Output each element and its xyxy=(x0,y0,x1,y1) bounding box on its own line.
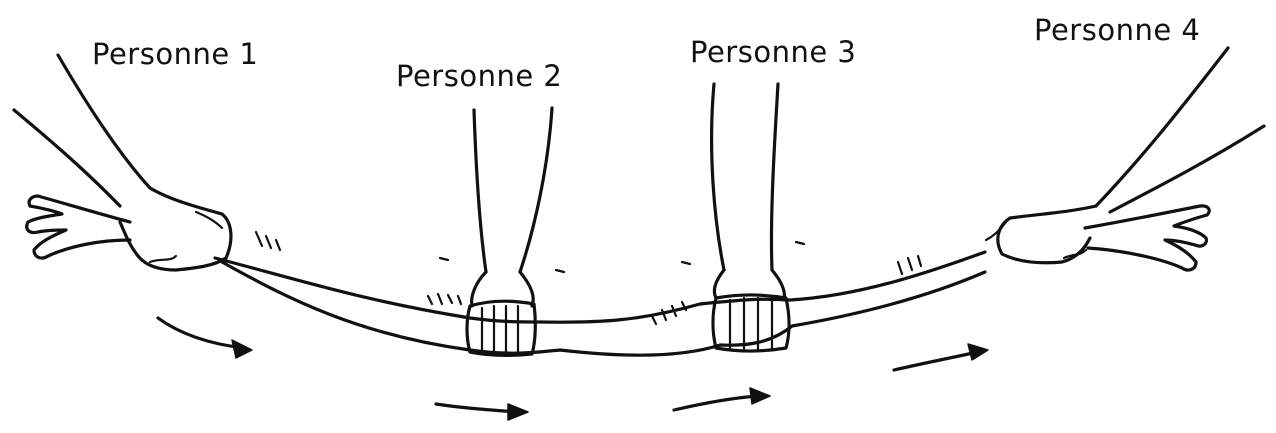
person-2-hand xyxy=(428,108,564,355)
person-1-hand xyxy=(14,55,280,270)
left-tissue-end xyxy=(27,196,130,258)
arrow-4 xyxy=(894,344,988,370)
tissue-band xyxy=(215,252,985,355)
arrow-2 xyxy=(436,404,528,420)
arrow-1 xyxy=(158,318,252,358)
right-tissue-end xyxy=(1085,206,1209,270)
person-3-hand xyxy=(652,84,804,351)
motion-arrows xyxy=(158,318,988,420)
person-4-hand xyxy=(898,48,1264,274)
arrow-3 xyxy=(674,388,770,410)
